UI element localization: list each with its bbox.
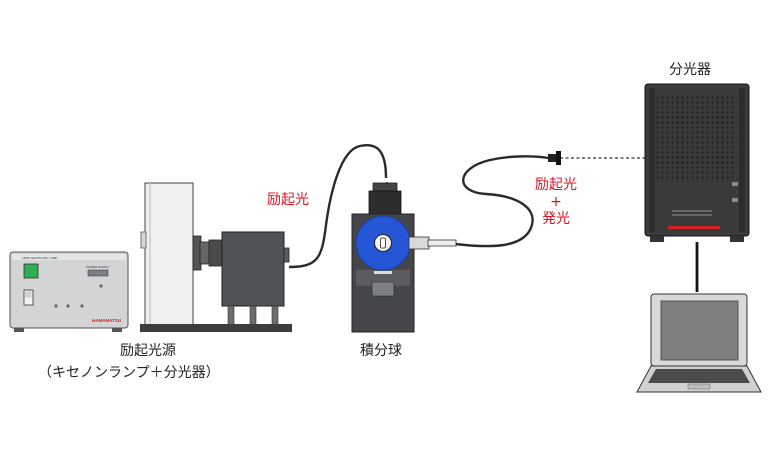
lamp-housing bbox=[140, 182, 194, 326]
power-supply-unit: 150W XENON ARC LAMP POWER SUPPLY HAMAMAT… bbox=[9, 251, 129, 332]
integrating-sphere-unit bbox=[351, 182, 457, 333]
optical-rail bbox=[140, 305, 292, 332]
combined-light-label: 励起光 + 発光 bbox=[527, 177, 585, 227]
power-panel-header-text: 150W XENON ARC LAMP bbox=[22, 256, 57, 260]
lens-coupler bbox=[192, 235, 223, 271]
excitation-fiber bbox=[288, 143, 388, 269]
excitation-source-label: 励起光源 bbox=[120, 343, 176, 359]
combined-plus-text: + bbox=[550, 193, 562, 210]
brand-logo: HAMAMATSU bbox=[92, 318, 121, 323]
spectrometer-label: 分光器 bbox=[669, 62, 711, 78]
spectrometer-unit bbox=[548, 83, 750, 242]
laptop-pc bbox=[636, 293, 762, 393]
output-fiber bbox=[454, 155, 549, 248]
integrating-sphere-label: 積分球 bbox=[360, 343, 402, 359]
combined-emission-text: 発光 bbox=[542, 210, 570, 227]
power-supply-text: POWER SUPPLY bbox=[86, 265, 110, 269]
combined-excitation-text: 励起光 bbox=[535, 177, 577, 193]
excitation-source-detail-label: （キセノンランプ＋分光器） bbox=[38, 365, 220, 381]
excitation-light-label: 励起光 bbox=[267, 192, 309, 208]
monochromator-box bbox=[221, 231, 290, 307]
display-panel bbox=[87, 269, 109, 277]
green-power-switch bbox=[23, 263, 39, 279]
